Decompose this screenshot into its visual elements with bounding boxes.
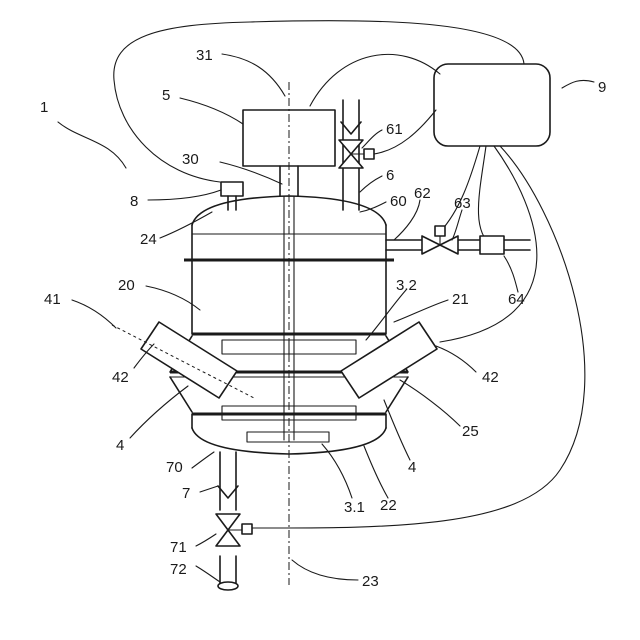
valve-61: [339, 140, 374, 168]
label-5: 5: [162, 87, 170, 104]
label-7: 7: [182, 485, 190, 502]
stirrer-3-1: [247, 432, 329, 442]
label-72: 72: [170, 561, 187, 578]
label-22: 22: [380, 497, 397, 514]
label-20: 20: [118, 277, 135, 294]
label-42-left: 42: [112, 369, 129, 386]
label-9: 9: [598, 79, 606, 96]
label-24: 24: [140, 231, 157, 248]
label-63: 63: [454, 195, 471, 212]
label-4-right: 4: [408, 459, 416, 476]
label-8: 8: [130, 193, 138, 210]
control-unit-9: [434, 64, 550, 146]
label-4-left: 4: [116, 437, 124, 454]
label-25: 25: [462, 423, 479, 440]
label-31: 31: [196, 47, 213, 64]
label-21: 21: [452, 291, 469, 308]
label-42-right: 42: [482, 369, 499, 386]
label-60: 60: [390, 193, 407, 210]
label-3-1: 3.1: [344, 499, 365, 516]
label-70: 70: [166, 459, 183, 476]
label-23: 23: [362, 573, 379, 590]
label-6: 6: [386, 167, 394, 184]
label-1: 1: [40, 99, 48, 116]
sensor-64: [480, 236, 504, 254]
label-71: 71: [170, 539, 187, 556]
label-62: 62: [414, 185, 431, 202]
label-64: 64: [508, 291, 525, 308]
sensor-8: [221, 182, 243, 210]
label-30: 30: [182, 151, 199, 168]
label-61: 61: [386, 121, 403, 138]
valve-71: [216, 514, 252, 546]
label-3-2: 3.2: [396, 277, 417, 294]
label-41: 41: [44, 291, 61, 308]
